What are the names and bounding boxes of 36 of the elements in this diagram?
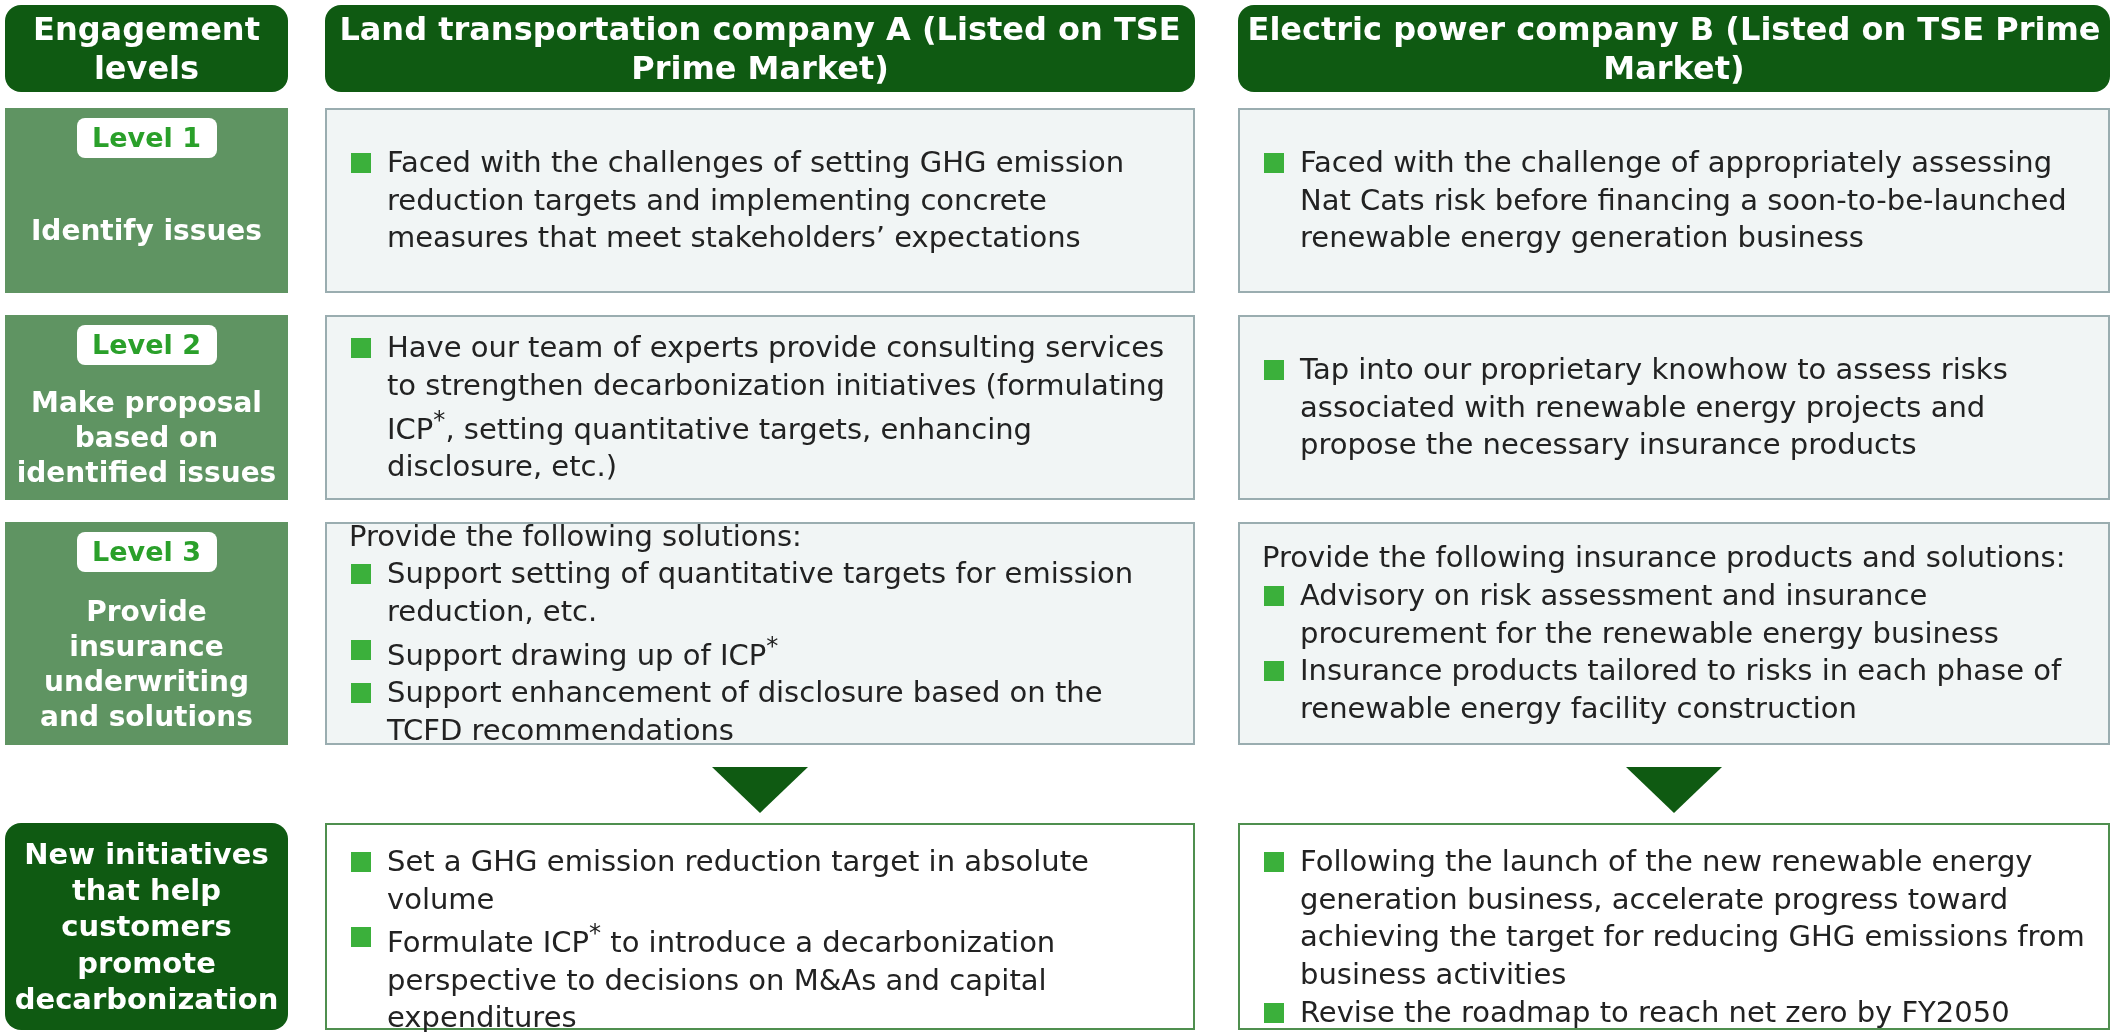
level-badge: Level 2 (76, 325, 217, 365)
intro-text: Provide the following solutions: (349, 517, 803, 555)
text-card (325, 108, 1195, 293)
initiatives-label: New initiatives that help customers promote decarbonization (5, 823, 288, 1030)
bullet-item: Faced with the challenge of appropriately assessing Nat Cats risk before financing a soon-to-be-launched renewable energy generation business (1262, 143, 2086, 258)
down-arrow (712, 767, 808, 813)
level-panel (5, 315, 288, 500)
level-panel (5, 108, 288, 293)
result-card (1238, 823, 2110, 1030)
column-header: Land transportation company A (Listed on TSE Prime Market) (325, 5, 1195, 92)
bullet-item: Revise the roadmap to reach net zero by FY2050 (1262, 993, 2086, 1032)
column-header: Electric power company B (Listed on TSE Prime Market) (1238, 5, 2110, 92)
level-title: Provide insurance underwriting and solutions (39, 593, 254, 734)
text-card (1238, 522, 2110, 745)
level-badge: Level 3 (76, 532, 217, 572)
bullet-item: Advisory on risk assessment and insurance procurement for the renewable energy business (1262, 576, 2086, 653)
text-card (1238, 108, 2110, 293)
level-panel (5, 522, 288, 745)
text-card (1238, 315, 2110, 500)
level-title: Make proposal based on identified issues (15, 385, 278, 490)
bullet-item: Have our team of experts provide consulting services to strengthen decarbonization initiatives (formulating ICP$^{*}$, setting quantitative targets, enhancing disclosure, etc.) (349, 329, 1171, 486)
bullet-item: Support enhancement of disclosure based on the TCFD recommendations (349, 674, 1171, 750)
text-card (325, 315, 1195, 500)
bullet-item: Support drawing up of ICP$^{*}$ (349, 630, 1171, 674)
intro-text: Provide the following insurance products and solutions: (1262, 539, 2067, 577)
column-header: Engagement levels (5, 5, 288, 92)
level-title: Identify issues (29, 213, 264, 248)
down-arrow (1626, 767, 1722, 813)
bullet-item: Following the launch of the new renewable energy generation business, accelerate progress toward achieving the target for reducing GHG emissions from business activities (1262, 843, 2086, 994)
bullet-item: Faced with the challenges of setting GHG emission reduction targets and implementing concrete measures that meet stakeholders’ expectations (349, 143, 1171, 258)
text-card (325, 522, 1195, 745)
bullet-item: Insurance products tailored to risks in each phase of renewable energy facility construction (1262, 652, 2086, 728)
result-card (325, 823, 1195, 1030)
bullet-item: Tap into our proprietary knowhow to assess risks associated with renewable energy projects and propose the necessary insurance products (1262, 350, 2086, 465)
bullet-item: Support setting of quantitative targets for emission reduction, etc. (349, 555, 1171, 631)
level-badge: Level 1 (76, 118, 217, 158)
